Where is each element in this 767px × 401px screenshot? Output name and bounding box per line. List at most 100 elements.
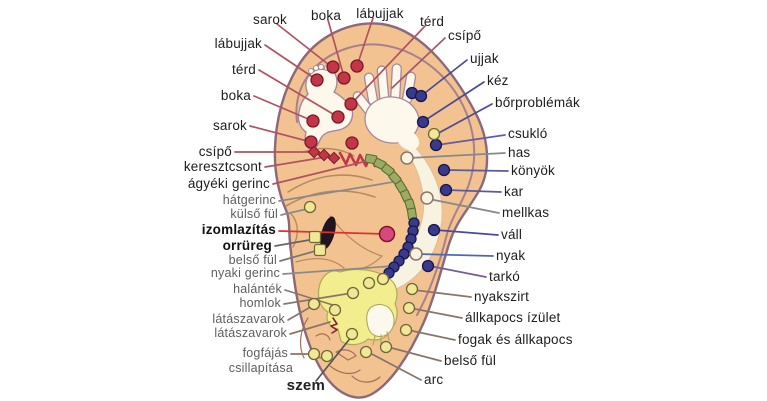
label-gy-ki-gerinc: ágyéki gerinc [187,176,270,191]
point-blue [437,163,451,177]
leader-line-v-ll [435,229,499,236]
leader-line-sarok [276,23,334,69]
label-cs-p: csípő [448,28,482,43]
leader-line-bels-f-l [387,346,442,362]
leader-line-b-rprobl-m-k [434,103,493,136]
point-yellow [328,303,342,317]
label-l-bujjak: lábujjak [356,6,404,21]
label-homlok: homlok [239,296,281,310]
label-b-rprobl-m-k: bőrproblémák [495,95,580,110]
red-scribble [330,317,338,334]
label-nyak: nyak [496,248,526,263]
leader-line-tark [429,265,487,278]
point-yellow [405,282,419,296]
label-boka: boka [310,8,342,23]
leader-line-l-bujjak [264,44,318,81]
label-k-ny-k: könyök [511,163,555,178]
leader-line-k-ny-k [444,169,509,172]
point-yellow [307,297,321,311]
point-yellow [402,301,416,315]
label-arc: arc [424,372,444,387]
leader-line-boka [327,19,345,78]
leader-line-cs-p [391,37,446,89]
leader-line-kar [446,189,502,193]
label-t-rd: térd [231,62,256,77]
point-yellow [307,347,321,361]
label-kar: kar [504,184,524,199]
point-sacrum-diamond [307,145,321,159]
point-red [304,135,318,149]
leader-line-izomlaz-t-s [278,230,387,235]
point-red [310,73,324,87]
point-red [326,60,340,74]
label-l-bujjak: lábujjak [214,36,262,51]
skull-hand-fingers [372,331,390,346]
label-nyakszirt: nyakszirt [474,289,530,304]
point-blue [439,183,453,197]
point-yellow [359,345,373,359]
label-csukl: csukló [508,126,548,141]
label-csillap-t-sa: csillapítása [228,361,293,375]
leader-line-arc [367,351,422,381]
point-white-ring [400,151,414,165]
label-sarok: sarok [252,12,288,27]
point-red [331,110,345,124]
leader-line-mellkas [428,198,500,214]
crus-helix-fold [285,174,376,207]
label-h-tgerinc: hátgerinc [222,193,276,207]
point-yellow-square [313,243,327,257]
label-t-rd: térd [419,14,445,29]
label-szem: szem [286,377,325,394]
label-l-t-szavarok: látászavarok [214,326,287,340]
point-yellow [427,127,441,141]
point-yellow-square [308,230,322,244]
point-yellow [345,327,359,341]
point-blue [414,89,428,103]
reflex-points [303,59,453,363]
point-red [345,136,359,150]
leader-line-l-t-szavarok [289,321,331,335]
face-sketch [299,317,381,383]
leader-line-orr-reg [274,238,316,247]
label-boka: boka [220,88,251,103]
label-bels-f-l: belső fül [444,353,497,368]
helix-rim [295,43,476,316]
leader-line-sarok [249,125,312,143]
point-red [350,59,364,73]
label-sarok: sarok [212,118,247,133]
leader-line-homlok [283,292,353,305]
point-yellow [379,340,393,354]
point-red [344,97,358,111]
leader-line-has [408,152,506,159]
label-ujjak: ujjak [470,51,499,66]
point-white-ring [409,247,423,261]
label-v-ll: váll [501,227,523,242]
leader-line-ujjak [420,59,468,97]
point-yellow [346,286,360,300]
leader-line-l-bujjak [356,17,374,67]
label-nyaki-gerinc: nyaki gerinc [210,266,280,280]
leader-line-h-tgerinc [278,180,400,202]
point-blue [421,259,435,273]
label-l-t-szavarok: látászavarok [212,312,285,326]
leader-line-gy-ki-gerinc [272,159,372,185]
point-sacrum-diamond [327,151,341,165]
label-hal-nt-k: halánték [233,282,282,296]
label-keresztcsont: keresztcsont [183,159,262,174]
toe-mark [318,64,324,70]
label-orr-reg: orrüreg [222,238,272,253]
label-mellkas: mellkas [502,205,550,220]
point-yellow [399,323,413,337]
leader-line-t-rd [351,25,426,104]
leader-line-k-z [423,81,485,122]
label-izomlaz-t-s: izomlazítás [201,222,276,237]
skull-hand-figure [366,303,395,338]
point-magenta [378,225,396,243]
label-has: has [508,145,531,160]
point-red [306,114,320,128]
point-yellow [376,272,390,286]
leader-line-t-rd [258,69,339,118]
